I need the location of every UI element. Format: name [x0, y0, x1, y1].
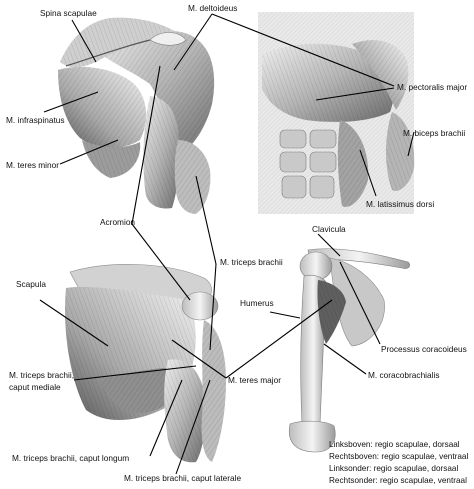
label-biceps-brachii: M. biceps brachii — [403, 128, 465, 138]
label-latissimus-dorsi: M. latissimus dorsi — [366, 199, 434, 209]
legend-line: Rechtsboven: regio scapulae, ventraal — [329, 452, 469, 461]
label-processus-coracoideus: Processus coracoideus — [381, 344, 467, 354]
label-teres-major: M. teres major — [228, 375, 281, 385]
illustration-ventral-humerus-bottom — [288, 248, 410, 453]
label-coracobrachialis: M. coracobrachialis — [368, 370, 439, 380]
illustration-ventral-chest-top — [258, 12, 415, 214]
label-triceps-laterale: M. triceps brachii, caput laterale — [124, 473, 242, 483]
legend-line: Linksboven: regio scapulae, dorsaal — [329, 440, 460, 449]
label-infraspinatus: M. infraspinatus — [6, 115, 65, 125]
illustration-dorsal-shoulder-top — [58, 17, 215, 214]
label-triceps-longum: M. triceps brachii, caput longum — [12, 453, 129, 463]
label-triceps-brachii: M. triceps brachii — [220, 257, 283, 267]
label-spina-scapulae: Spina scapulae — [40, 8, 97, 18]
label-triceps-mediale-line2: caput mediale — [9, 382, 61, 392]
label-clavicula: Clavicula — [312, 224, 346, 234]
label-scapula: Scapula — [16, 279, 46, 289]
legend-line: Rechtsonder: regio scapulae, ventraal — [329, 476, 467, 485]
leader-lines — [39, 13, 415, 475]
label-pectoralis-major: M. pectoralis major — [397, 82, 467, 92]
label-acromion: Acromion — [100, 217, 135, 227]
legend-line: Linksonder: regio scapulae, dorsaal — [329, 464, 459, 473]
label-deltoideus: M. deltoideus — [188, 3, 237, 13]
label-humerus: Humerus — [240, 298, 274, 308]
label-triceps-mediale-line1: M. triceps brachii, — [9, 370, 74, 380]
labels: Spina scapulae M. deltoideus M. infraspi… — [6, 3, 467, 483]
illustration-dorsal-scapula-bottom — [64, 263, 226, 463]
label-teres-minor: M. teres minor — [6, 160, 59, 170]
